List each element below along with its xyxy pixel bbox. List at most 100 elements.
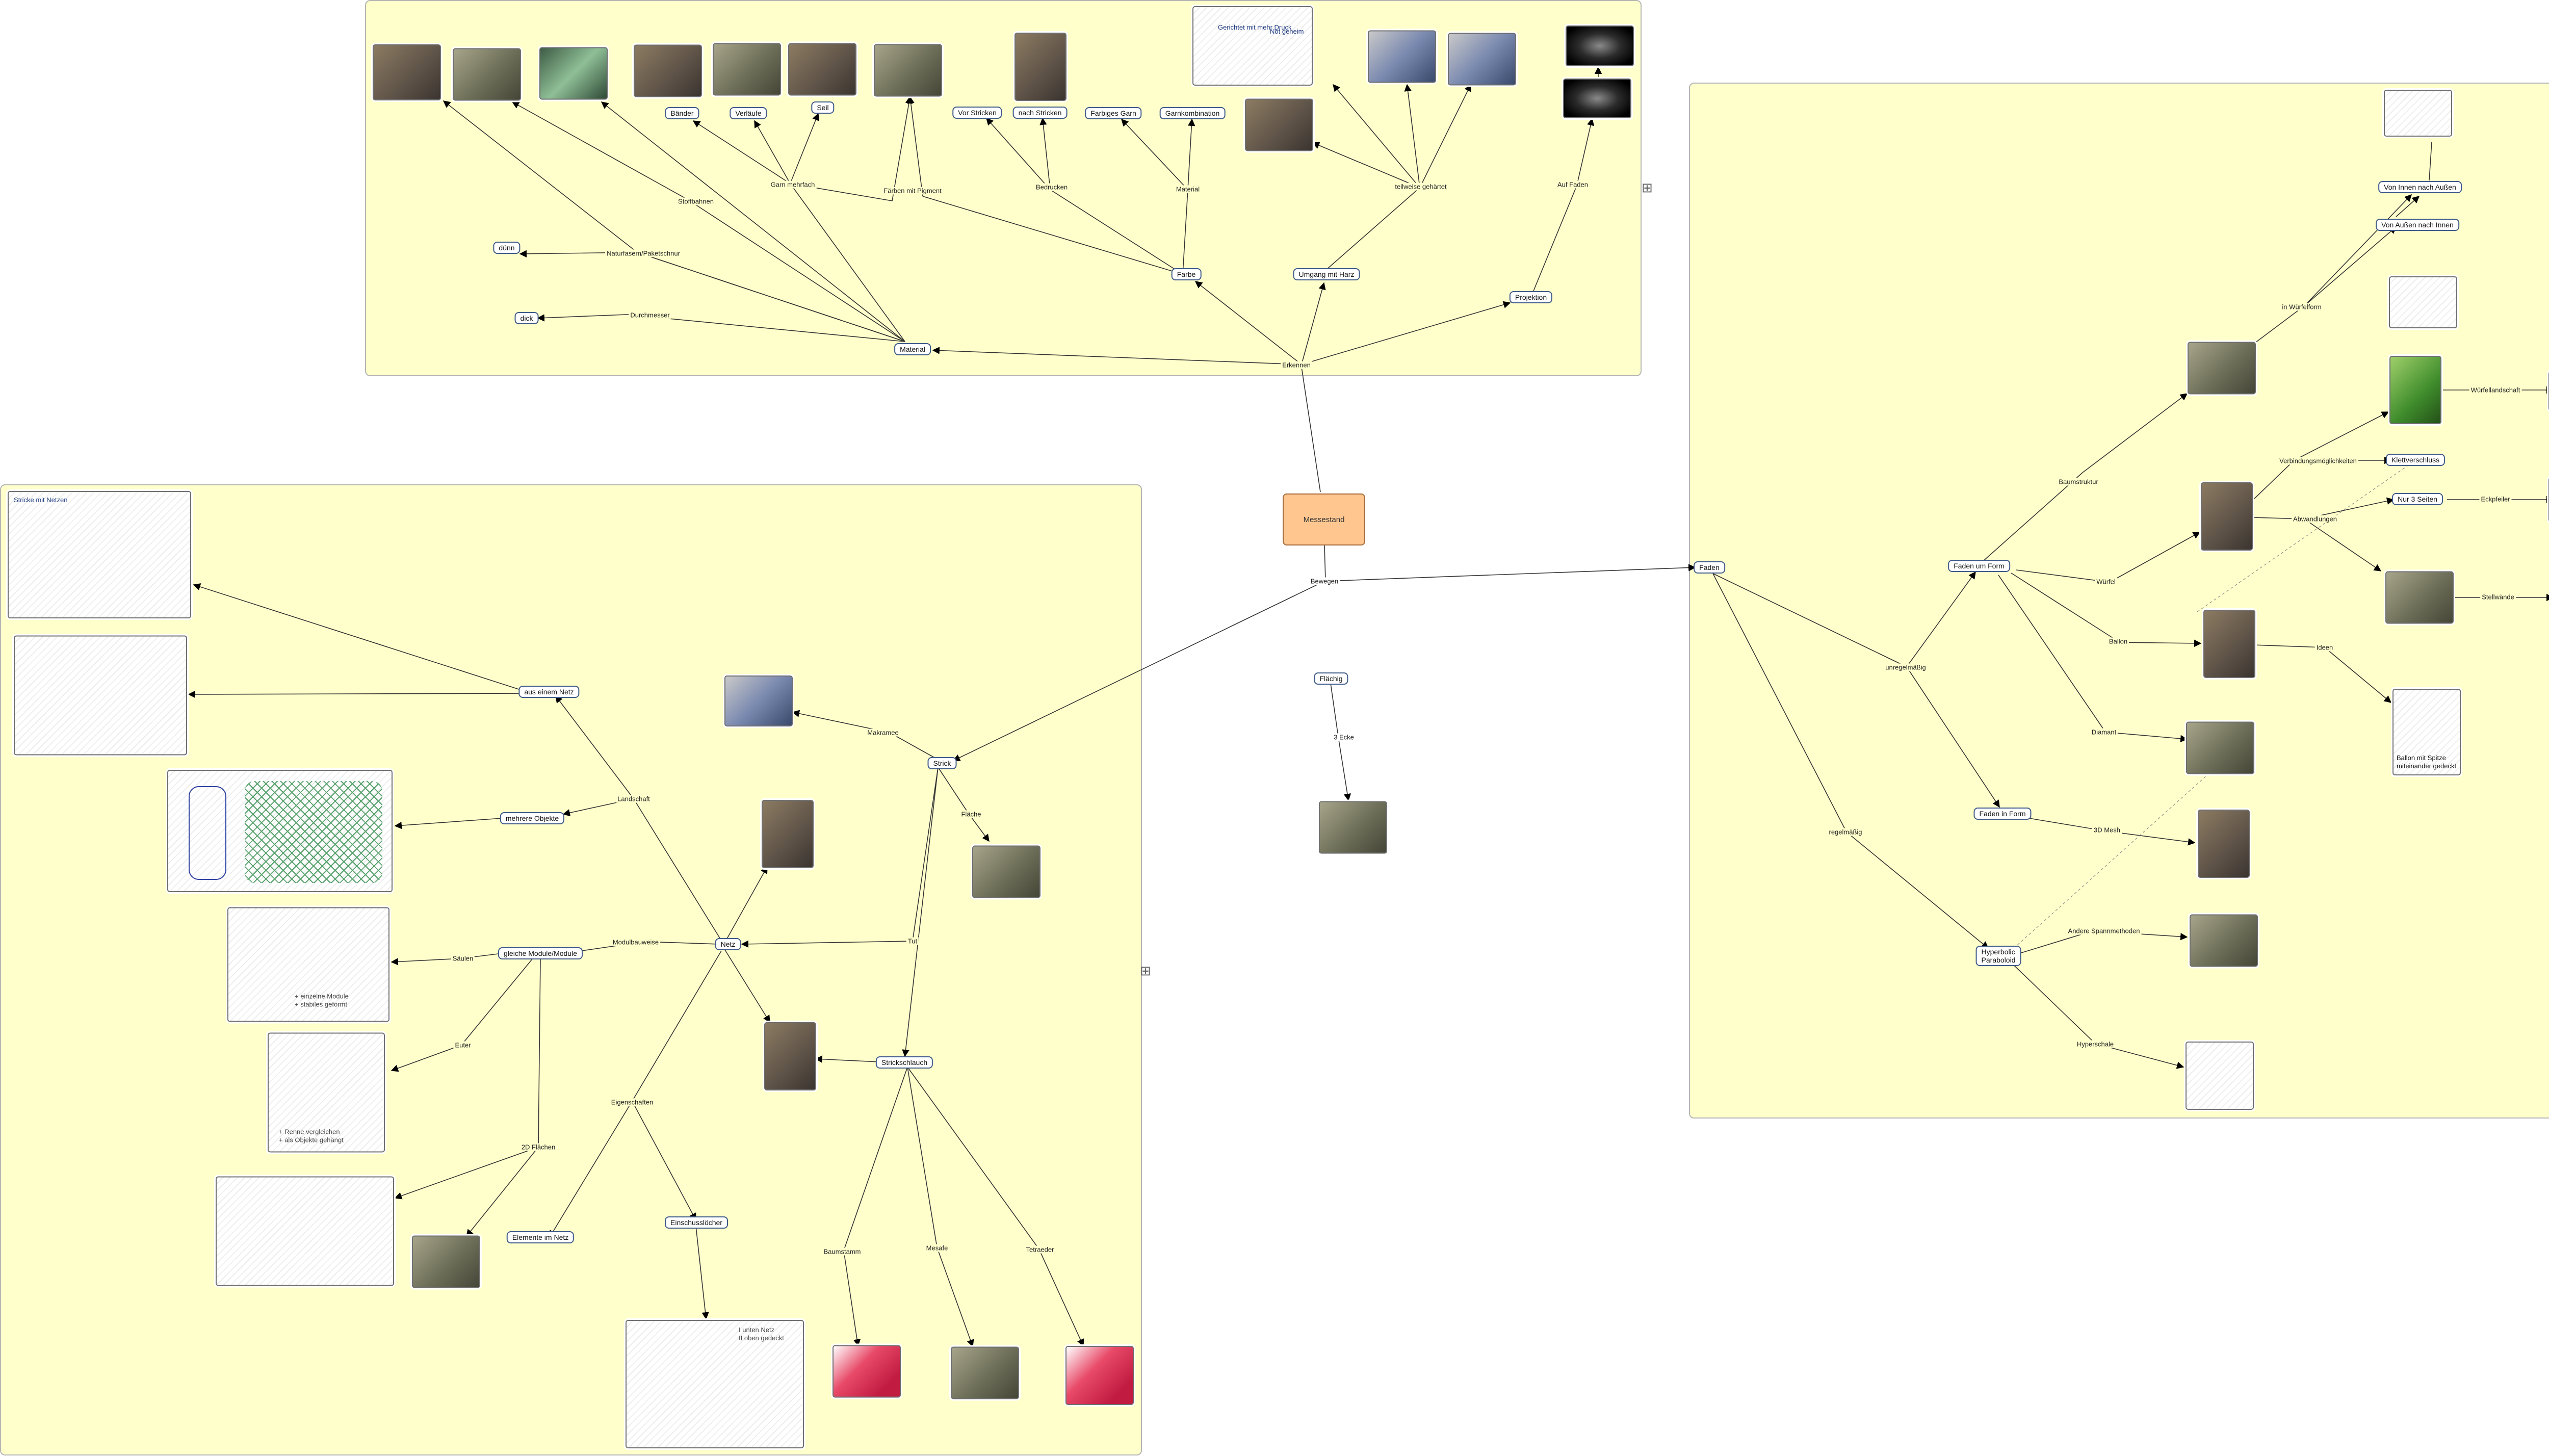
sketch-caption: Not geheim [1270,28,1304,35]
sketch-image[interactable]: Ballon mit Spitze miteinander gedeckt [2392,689,2461,775]
label-garn-mehrfach: Garn mehrfach [769,180,817,189]
node-hyperbolic[interactable]: Hyperbolic Paraboloid [1975,946,2021,966]
collapse-toggle-icon[interactable]: ⊞ [1642,180,1653,196]
image-thumbnail[interactable] [972,845,1041,898]
node-netz[interactable]: Netz [715,938,741,950]
image-thumbnail[interactable] [762,800,814,868]
image-thumbnail[interactable] [373,44,441,100]
image-thumbnail[interactable] [2201,482,2253,551]
label-diamant: Diamant [2090,728,2118,736]
node-vor-stricken[interactable]: Vor Stricken [952,107,1002,119]
node-farbiges-garn[interactable]: Farbiges Garn [1085,107,1142,119]
node-duenn[interactable]: dünn [493,242,521,254]
node-flaechig[interactable]: Flächig [1314,672,1348,685]
image-thumbnail[interactable] [1566,25,1634,66]
label-landschaft: Landschaft [616,795,652,803]
image-thumbnail[interactable] [2186,721,2254,774]
image-thumbnail[interactable] [2389,356,2441,424]
image-thumbnail[interactable] [724,675,793,726]
node-faden[interactable]: Faden [1694,561,1725,574]
node-seil[interactable]: Seil [811,101,835,114]
image-thumbnail[interactable] [1448,33,1516,86]
label-baumstruktur: Baumstruktur [2057,478,2100,486]
node-klettverschluss[interactable]: Klettverschluss [2385,454,2446,466]
node-projektion[interactable]: Projektion [1509,291,1553,303]
node-verlaeufe[interactable]: Verläufe [730,107,767,119]
image-thumbnail[interactable] [713,43,781,96]
image-thumbnail[interactable] [1319,801,1387,854]
label-erkennen: Erkennen [1281,361,1312,369]
collapse-toggle-icon[interactable]: ⊞ [1140,964,1151,979]
label-andere-spannmethoden: Andere Spannmethoden [2066,927,2142,935]
image-thumbnail[interactable] [951,1346,1019,1399]
node-nach-stricken[interactable]: nach Stricken [1012,107,1068,119]
label-unregelmaessig: unregelmäßig [1884,663,1928,671]
label-baumstamm: Baumstamm [822,1247,863,1256]
node-gleiche-module[interactable]: gleiche Module/Module [498,947,583,959]
sketch-green-net [245,781,382,883]
node-mehrere-objekte[interactable]: mehrere Objekte [500,812,565,824]
label-in-wuerfelform: in Würfelform [2280,303,2323,311]
sketch-image[interactable] [216,1176,394,1286]
label-naturfasern: Naturfasern/Paketschnur [605,249,682,257]
image-thumbnail[interactable] [1245,98,1313,151]
image-thumbnail[interactable] [2198,810,2250,878]
image-thumbnail[interactable] [2188,342,2256,395]
node-einschussloecher[interactable]: Einschusslöcher [665,1216,728,1229]
image-thumbnail[interactable] [1065,1346,1134,1405]
image-thumbnail[interactable] [2190,914,2258,967]
label-tut: Tut [906,937,919,945]
node-von-aussen[interactable]: Von Außen nach Innen [2376,219,2459,231]
image-thumbnail[interactable] [539,47,608,100]
sketch-image[interactable]: Gerichtet mit mehr Druck Not geheim [1192,6,1313,86]
node-nur-3-seiten[interactable]: Nur 3 Seiten [2392,493,2443,505]
image-thumbnail[interactable] [1368,30,1436,83]
image-thumbnail[interactable] [1563,79,1631,118]
image-thumbnail[interactable] [764,1022,816,1090]
sketch-image[interactable]: Stricke mit Netzen [8,491,191,618]
sketch-image[interactable] [167,770,393,892]
center-node-messestand[interactable]: Messestand [1283,493,1365,545]
label-eigenschaften: Eigenschaften [609,1098,655,1106]
sketch-blue-column [189,786,226,880]
sketch-caption: Stricke mit Netzen [14,496,68,504]
node-faden-in-form[interactable]: Faden in Form [1973,808,2032,820]
image-thumbnail[interactable] [412,1235,480,1288]
node-strick[interactable]: Strick [927,757,957,769]
node-material[interactable]: Material [894,343,931,355]
node-umgang-harz[interactable]: Umgang mit Harz [1293,268,1360,280]
node-von-innen[interactable]: Von Innen nach Außen [2378,181,2462,193]
label-bewegen: Bewegen [1309,577,1340,585]
label-material-edge: Material [1174,185,1202,193]
node-elemente-netz[interactable]: Elemente im Netz [506,1231,575,1243]
node-farbe[interactable]: Farbe [1171,268,1202,280]
image-thumbnail[interactable] [2203,610,2255,678]
node-dick[interactable]: dick [514,312,539,324]
image-thumbnail[interactable] [2385,571,2454,624]
image-thumbnail[interactable] [833,1345,901,1398]
sketch-caption: I unten Netz II oben gedeckt [739,1326,784,1342]
image-thumbnail[interactable] [634,44,702,97]
sketch-image[interactable] [2389,276,2457,328]
node-faden-um-form[interactable]: Faden um Form [1948,560,2010,572]
sketch-image[interactable]: + einzelne Module + stabiles geformt [227,907,389,1022]
image-thumbnail[interactable] [1015,33,1067,101]
image-thumbnail[interactable] [874,44,942,97]
label-flaeche: Fläche [959,810,983,818]
sketch-image[interactable] [14,635,187,756]
node-garnkombination[interactable]: Garnkombination [1159,107,1226,119]
node-baender[interactable]: Bänder [665,107,699,119]
label-euter: Euter [453,1041,473,1049]
sketch-image[interactable]: + Renne vergleichen + als Objekte gehäng… [268,1032,385,1153]
label-auf-faden: Auf Faden [1556,180,1590,189]
sketch-image[interactable] [2186,1042,2254,1110]
image-thumbnail[interactable] [453,48,521,101]
image-thumbnail[interactable] [788,43,856,96]
label-saeulen: Säulen [451,954,475,963]
label-durchmesser: Durchmesser [629,311,671,319]
node-aus-einem-netz[interactable]: aus einem Netz [518,686,580,698]
label-abwandlungen: Abwandlungen [2291,515,2339,523]
sketch-image[interactable] [2384,90,2452,137]
node-strickschlauch[interactable]: Strickschlauch [875,1056,933,1069]
sketch-image[interactable]: I unten Netz II oben gedeckt [626,1320,804,1448]
